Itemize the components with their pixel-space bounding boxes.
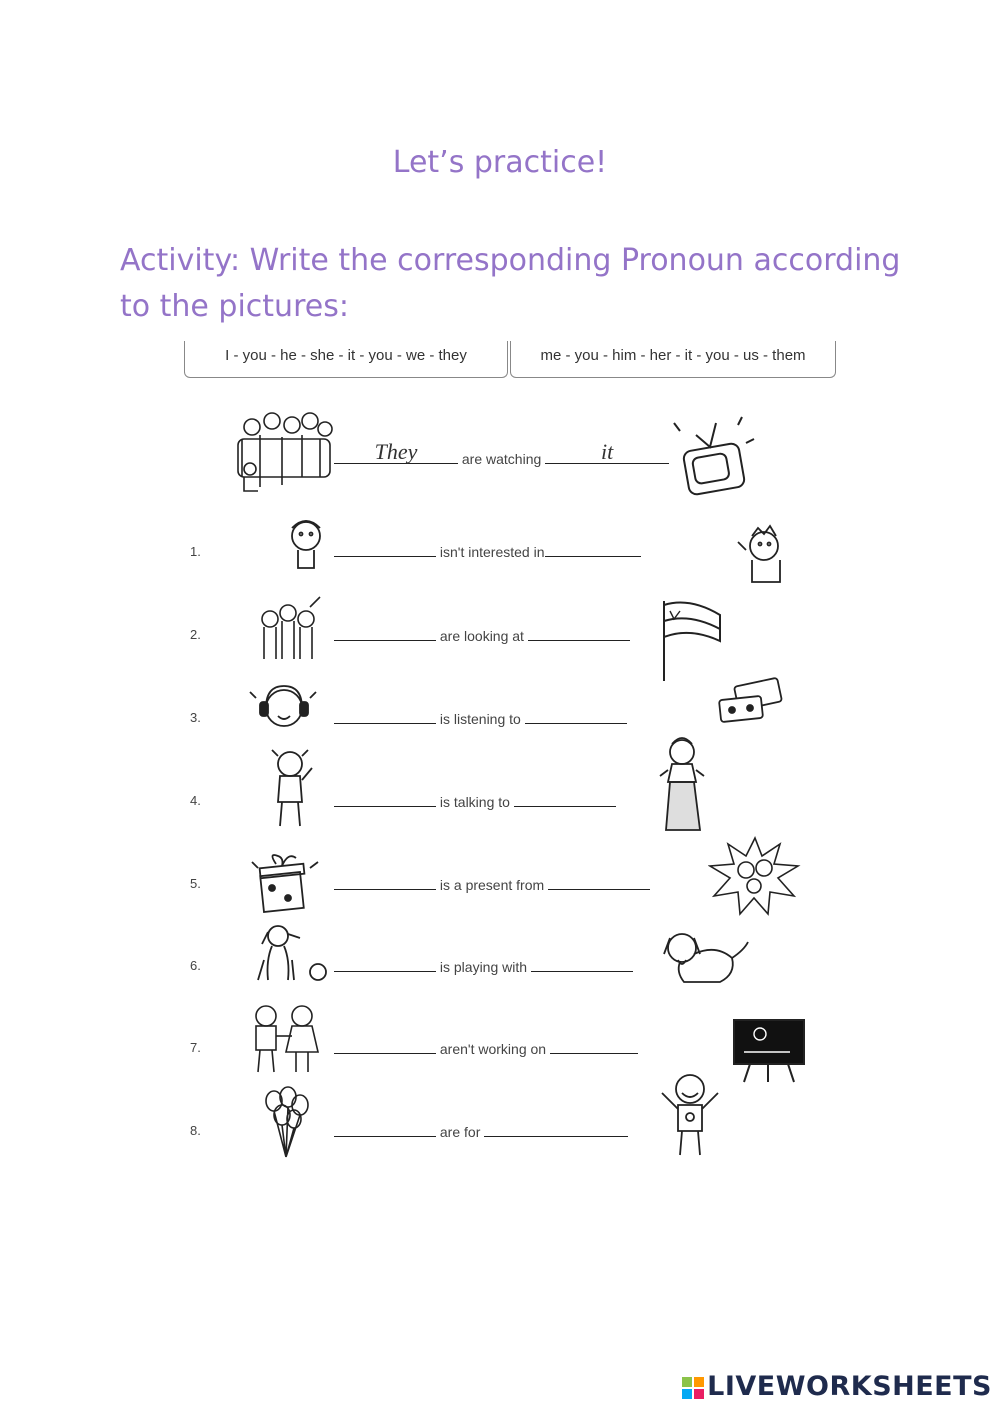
flag-picture (663, 601, 721, 681)
footer-brand-text: LIVEWORKSHEETS (707, 1371, 992, 1402)
item-row: 2. are looking at (0, 593, 1000, 683)
item-text: is a present from (439, 877, 545, 893)
answer-blank-subject[interactable] (334, 542, 436, 557)
answer-blank-subject[interactable] (334, 792, 436, 807)
gift-box-picture (251, 854, 319, 913)
answer-blank-subject[interactable] (334, 709, 436, 724)
item-number: 1. (190, 544, 201, 559)
balloons-picture (265, 1086, 309, 1158)
item-row: 3. is listening to (0, 676, 1000, 766)
activity-instruction: Activity: Write the corresponding Pronou… (120, 243, 901, 324)
item-text: are looking at (439, 628, 524, 644)
answer-blank-object[interactable] (544, 542, 641, 557)
item-sentence: is a present from (334, 875, 651, 893)
example-row: They are watching it (0, 405, 1000, 496)
item-text: is talking to (439, 794, 510, 810)
blackboard-picture (733, 1019, 805, 1083)
example-text: are watching (461, 451, 542, 467)
item-sentence: are for (334, 1122, 629, 1140)
item-number: 3. (190, 710, 201, 725)
girl-talking-picture (271, 749, 313, 827)
item-row: 6. is playing with (0, 920, 1000, 1010)
answer-blank-object[interactable] (527, 626, 630, 641)
object-pronoun-box: me - you - him - her - it - you - us - t… (510, 341, 836, 378)
item-row: 7. aren't working on (0, 1000, 1000, 1090)
item-number: 6. (190, 958, 201, 973)
item-sentence: isn't interested in (334, 542, 641, 560)
item-number: 4. (190, 793, 201, 808)
answer-blank-object[interactable] (530, 957, 633, 972)
children-group-picture (261, 596, 321, 659)
item-number: 7. (190, 1040, 201, 1055)
item-sentence: are looking at (334, 626, 630, 644)
item-sentence: aren't working on (334, 1039, 638, 1057)
item-text: is listening to (439, 711, 521, 727)
item-sentence: is talking to (334, 792, 616, 810)
dog-ball-picture (257, 925, 327, 981)
answer-blank-object[interactable] (524, 709, 627, 724)
answer-blank-subject[interactable] (334, 957, 436, 972)
item-text: is playing with (439, 959, 528, 975)
answer-blank-subject[interactable] (334, 1039, 436, 1054)
subject-pronoun-box: I - you - he - she - it - you - we - the… (184, 341, 508, 378)
item-number: 8. (190, 1123, 201, 1138)
answer-blank-object[interactable] (513, 792, 616, 807)
item-row: 5. is a present from (0, 836, 1000, 930)
example-sentence: They are watching it (334, 439, 670, 467)
item-row: 4. is talking to (0, 737, 1000, 831)
girl-headphones-picture (249, 685, 317, 727)
answer-blank-subject[interactable] (334, 1122, 436, 1137)
item-text: aren't working on (439, 1041, 547, 1057)
example-answer-object: it (601, 439, 614, 464)
example-answer-subject: They (374, 439, 418, 464)
answer-blank-object[interactable] (549, 1039, 638, 1054)
happy-boy-picture (661, 1074, 719, 1156)
woman-picture (659, 737, 705, 831)
boy-picture (737, 524, 781, 583)
girl-picture (291, 520, 321, 569)
example-blank-subject: They (334, 439, 458, 464)
item-row: 1. isn't interested in (0, 510, 1000, 600)
item-row: 8. are for (0, 1074, 1000, 1175)
answer-blank-subject[interactable] (334, 626, 436, 641)
answer-blank-object[interactable] (484, 1122, 629, 1137)
tv-picture (673, 416, 755, 496)
boy-and-girl-picture (255, 1005, 320, 1073)
item-text: are for (439, 1124, 481, 1140)
page-title: Let’s practice! (392, 145, 608, 180)
answer-blank-object[interactable] (548, 875, 651, 890)
answer-blank-subject[interactable] (334, 875, 436, 890)
item-sentence: is listening to (334, 709, 627, 727)
liveworksheets-logo: LIVEWORKSHEETS (682, 1371, 992, 1402)
item-text: isn't interested in (439, 544, 545, 560)
family-picture (237, 412, 333, 492)
item-number: 5. (190, 876, 201, 891)
item-number: 2. (190, 627, 201, 642)
cassette-picture (718, 677, 783, 723)
example-blank-object: it (545, 439, 670, 464)
friends-burst-picture (708, 836, 801, 916)
item-sentence: is playing with (334, 957, 633, 975)
logo-icon (682, 1376, 705, 1399)
puppy-picture (663, 933, 749, 983)
